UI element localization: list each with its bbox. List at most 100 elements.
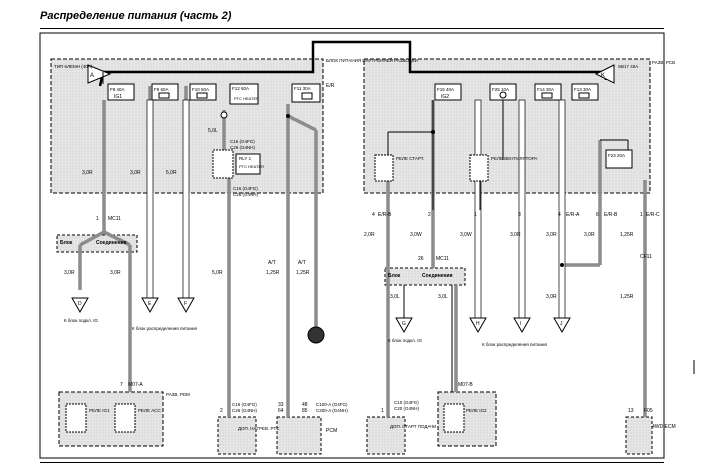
at-label-2: A/T (298, 260, 306, 266)
wire-label: 5,0L (208, 128, 218, 134)
conn-mc11-left: MC11 (108, 216, 121, 222)
wire-tag: E/R-C (646, 212, 660, 218)
pin-label: 4 (372, 212, 375, 218)
fuse-f15: F15 40A IG2 (434, 83, 462, 101)
fan-relay-label: РЕЛЕ ВЕНТИЛЯТОРА (491, 156, 537, 161)
wire-label: 2,0R (364, 232, 375, 238)
svg-text:PTC HEATER: PTC HEATER (234, 96, 259, 101)
right-junction-block (384, 267, 466, 286)
right-fuse-box (363, 58, 651, 194)
connector-f-letter: F (184, 301, 187, 307)
note-hij: К блок распределения питания (482, 342, 547, 347)
starter-relay (374, 154, 394, 182)
diagram-frame (39, 32, 665, 459)
ptc-relay: RLY 1 PTC HEATER (212, 149, 264, 179)
starter-relay-label: РЕЛЕ СТАРТ. (396, 156, 424, 161)
left-fusible-letter: A (90, 73, 94, 79)
pcm-conn: C200-A (G4NH) (316, 408, 348, 413)
svg-text:F12 60A: F12 60A (232, 86, 249, 91)
relay-ig2 (443, 403, 465, 433)
jb-right-title: Блок (388, 273, 401, 279)
wire-label: 5,0R (212, 270, 223, 276)
wire-label: 3,0R (510, 232, 521, 238)
mid-box-label: БЛОК ПИТАНИЯ ВНУТРЕННЕЙ РАЗВОДКИ (326, 56, 418, 63)
pin-label: 4 (558, 212, 561, 218)
pin-label: 1 (474, 212, 477, 218)
svg-text:RLY 1: RLY 1 (239, 156, 252, 161)
wire-label: 3,0L (438, 294, 448, 300)
wire-label: 3,0L (390, 294, 400, 300)
battery-icon (196, 92, 208, 99)
conn-c26-top: C26 (G4NH) (230, 145, 256, 150)
note-ef: К блок распределения питания (132, 326, 197, 331)
ptc-heater-box (217, 416, 257, 455)
bottom-c10: C10 (G4FG) (394, 400, 419, 405)
svg-text:F13 30A: F13 30A (574, 87, 591, 92)
right-fusible-label: SB17 40A (618, 64, 638, 69)
wire-label: 3,0R (584, 232, 595, 238)
right-box-label: РАЗВ. PCB (652, 60, 675, 65)
svg-text:F9 60A: F9 60A (154, 87, 169, 92)
pcm-pin: 33 (278, 402, 284, 408)
ecm-box (625, 416, 653, 455)
svg-text:F10 50A: F10 50A (192, 87, 209, 92)
connector-h-icon (469, 317, 487, 334)
pin-label: 3 (518, 212, 521, 218)
pin-label: 2 (220, 408, 223, 414)
conn-mc11-right: MC11 (436, 256, 449, 262)
starter-label: ДОП. СТАРТ ПОДАЧИ (390, 424, 436, 429)
top-divider (40, 28, 664, 29)
fuse-f9: F9 60A (151, 83, 179, 101)
right-fusible-letter: K (601, 73, 605, 79)
wire-tag: E/R-B (378, 212, 392, 218)
svg-text:F23 20A: F23 20A (608, 153, 625, 158)
fan-icon (301, 92, 313, 100)
jb-left-subtitle: Соединения (96, 240, 127, 246)
fan-icon (499, 91, 507, 99)
bottom-divider (40, 462, 664, 463)
left-fusible-label: ТИП КЛЕМН (40A) (54, 64, 93, 69)
connector-f-icon (177, 297, 195, 314)
fuse-f8: F8 40A IG1 (102, 72, 135, 101)
connector-j-letter: J (560, 321, 563, 327)
pcm-pin: 85 (302, 408, 308, 414)
jb-right-subtitle: Соединения (422, 273, 453, 279)
fuse-f10: F10 50A (189, 83, 217, 101)
connector-d-letter: D (78, 301, 82, 307)
svg-text:IG2: IG2 (441, 94, 449, 100)
starter-box (366, 416, 406, 455)
wire-label: 3,0R (110, 270, 121, 276)
connector-i-letter: I (520, 321, 521, 327)
connector-i-icon (513, 317, 531, 334)
pin-label: 1 (96, 216, 99, 222)
wire-label: 3,0R (546, 294, 557, 300)
connector-h-letter: H (476, 321, 480, 327)
pin-label: 6 (596, 212, 599, 218)
wire-label: 1,25R (266, 270, 280, 276)
relay-acc (114, 403, 136, 433)
svg-text:PTC HEATER: PTC HEATER (239, 164, 264, 169)
fan-relay (469, 154, 489, 182)
battery-icon (578, 92, 590, 99)
pdm-label: РАЗВ. PDM (166, 392, 190, 397)
relay-ig2-label: РЕЛЕ IG2 (466, 408, 487, 413)
ptc-heater-label: ДОП. НАГРЕВ. PTC (238, 426, 280, 431)
connector-e-icon (141, 297, 159, 314)
main-power-bus (103, 40, 606, 74)
ecm-label: 4WD ECM (652, 424, 676, 430)
fuse-f13: F13 30A (571, 83, 599, 101)
page-title: Распределение питания (часть 2) (40, 10, 232, 22)
mc11-pin-right: 26 (418, 256, 424, 262)
pcm-label: PCM (326, 428, 337, 434)
conn-c16-mid: C16 (G4FG) (233, 186, 258, 191)
conn-c16-top: C16 (G4FG) (230, 139, 255, 144)
relay-acc-label: РЕЛЕ ACC (138, 408, 161, 413)
jb-left-title: Блок (60, 240, 73, 246)
fuse-f12: F12 60A PTC HEATER (229, 83, 259, 105)
battery-icon (158, 92, 170, 99)
right-fusible-link-icon (594, 64, 615, 84)
bottom-c26: C26 (G4NH) (232, 408, 258, 413)
cf11-label: CF11 (640, 254, 652, 260)
note-d: К блок подкл. IG (64, 318, 99, 323)
fuse-f23: F23 20A (605, 149, 633, 169)
